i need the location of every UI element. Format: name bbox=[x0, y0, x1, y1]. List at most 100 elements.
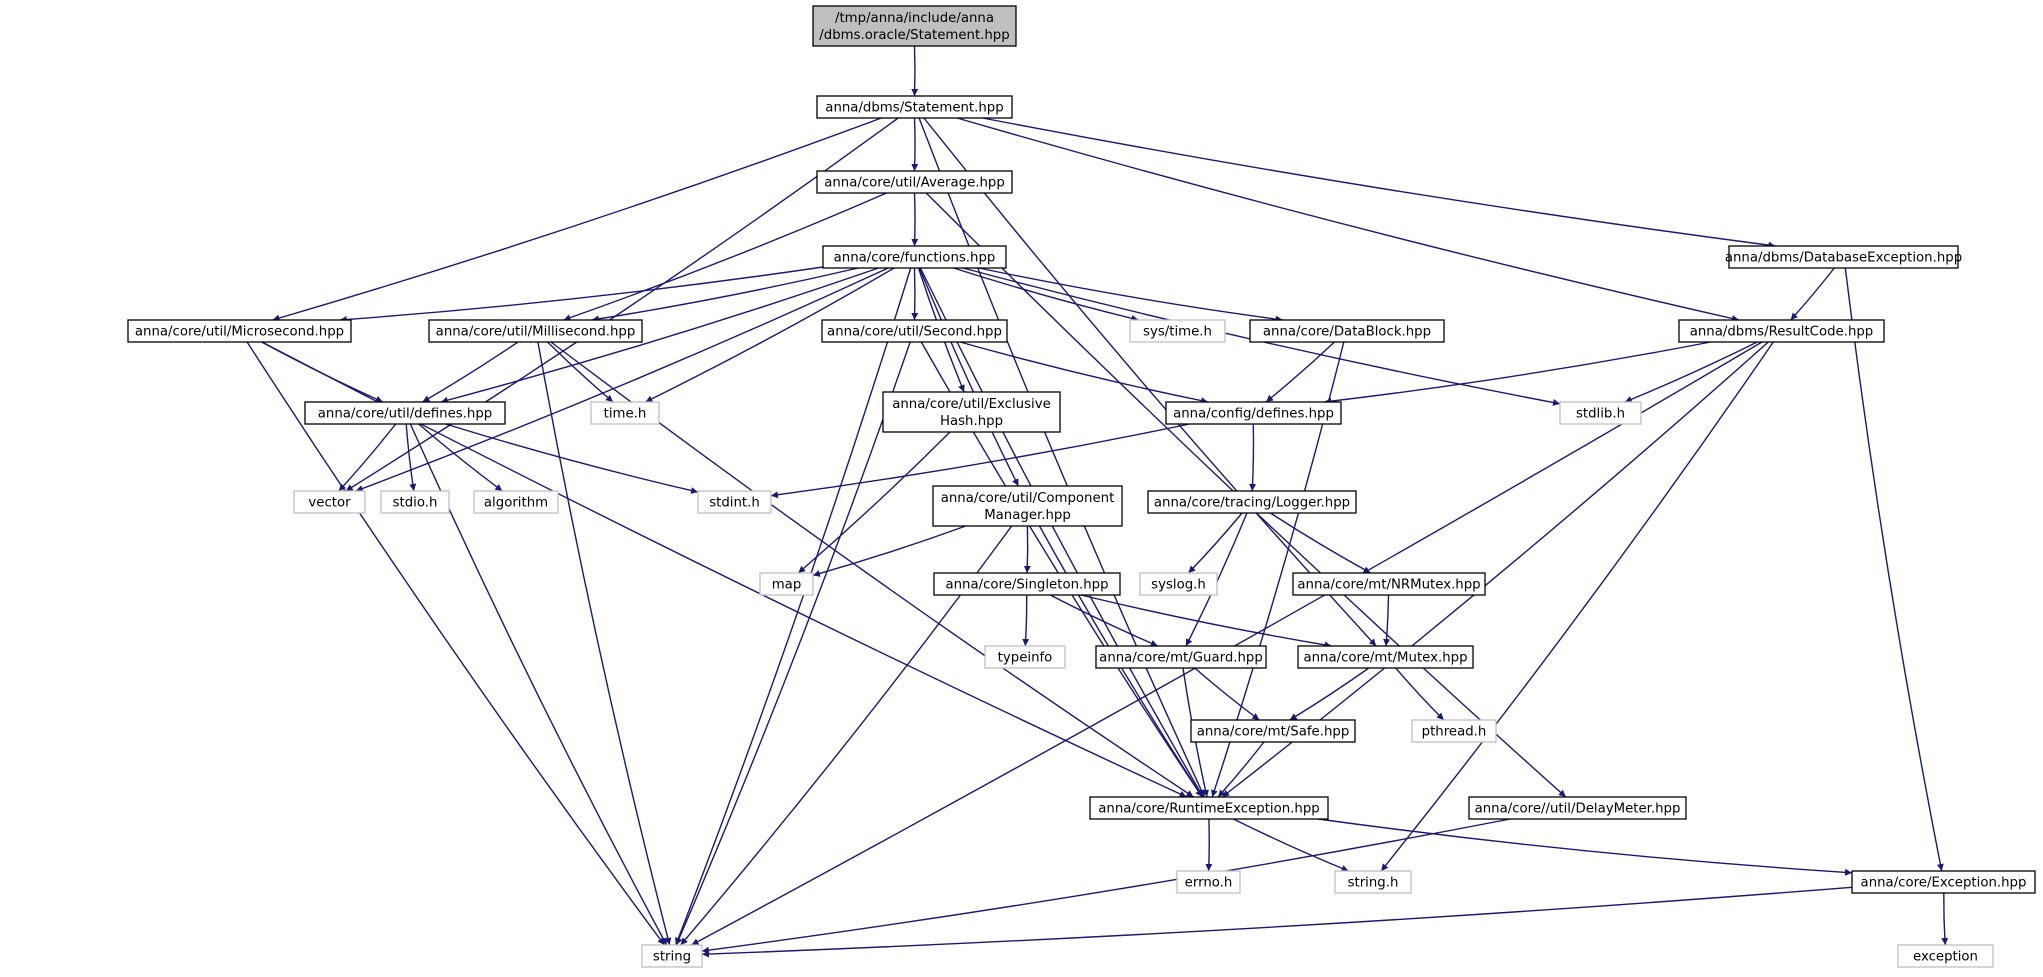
node-delay[interactable]: anna/core//util/DelayMeter.hpp bbox=[1468, 796, 1687, 820]
node-exc-box bbox=[1851, 870, 2036, 894]
edge-func-to-timeh bbox=[645, 267, 895, 403]
node-safe-label-line-0: anna/core/mt/Safe.hpp bbox=[1197, 725, 1350, 740]
edge-resc-to-cdefs bbox=[1324, 341, 1711, 405]
edge-second-to-string bbox=[675, 341, 911, 946]
edge-compmgr-to-map bbox=[812, 525, 966, 577]
edge-func-to-milli bbox=[591, 267, 859, 323]
node-map-box bbox=[759, 572, 814, 596]
node-logger-label-line-0: anna/core/tracing/Logger.hpp bbox=[1154, 496, 1350, 511]
node-exc[interactable]: anna/core/Exception.hpp bbox=[1851, 870, 2036, 894]
node-single-label-line-0: anna/core/Singleton.hpp bbox=[945, 578, 1108, 593]
node-syslog-box bbox=[1139, 572, 1218, 596]
node-mutex-box bbox=[1297, 645, 1474, 669]
node-typeinfo-label-line-0: typeinfo bbox=[998, 651, 1053, 666]
node-vector: vector bbox=[293, 490, 366, 514]
node-avg-box bbox=[816, 170, 1013, 194]
node-micro[interactable]: anna/core/util/Microsecond.hpp bbox=[127, 319, 352, 343]
node-func-box bbox=[822, 245, 1007, 269]
node-avg[interactable]: anna/core/util/Average.hpp bbox=[816, 170, 1013, 194]
node-root[interactable]: /tmp/anna/include/anna/dbms.oracle/State… bbox=[812, 5, 1017, 47]
node-compmgr-label-line-0: anna/core/util/Component bbox=[941, 491, 1115, 506]
node-dblock-label-line-0: anna/core/DataBlock.hpp bbox=[1263, 325, 1431, 340]
node-resc[interactable]: anna/dbms/ResultCode.hpp bbox=[1678, 319, 1885, 343]
node-exception: exception bbox=[1897, 944, 1994, 968]
node-guard-label-line-0: anna/core/mt/Guard.hpp bbox=[1099, 651, 1263, 666]
edge-logger-to-syslog bbox=[1187, 512, 1243, 574]
node-map: map bbox=[759, 572, 814, 596]
edge-nrmutex-to-mutex bbox=[1383, 594, 1391, 647]
node-func-label-line-0: anna/core/functions.hpp bbox=[834, 251, 996, 266]
node-pthread-label-line-0: pthread.h bbox=[1422, 725, 1487, 740]
node-algo: algorithm bbox=[473, 490, 559, 514]
node-nrmutex[interactable]: anna/core/mt/NRMutex.hpp bbox=[1292, 572, 1486, 596]
node-second-box bbox=[821, 319, 1008, 343]
edge-milli-to-timeh bbox=[547, 341, 614, 403]
edge-cdefs-to-stdint bbox=[770, 423, 1190, 499]
node-nrmutex-label-line-0: anna/core/mt/NRMutex.hpp bbox=[1297, 578, 1480, 593]
node-single[interactable]: anna/core/Singleton.hpp bbox=[933, 572, 1121, 596]
node-exhash-box bbox=[882, 391, 1061, 433]
edge-avg-to-func bbox=[911, 192, 919, 247]
node-syslog: syslog.h bbox=[1139, 572, 1218, 596]
edge-resc-to-stringh bbox=[1380, 341, 1774, 872]
edge-logger-to-nrmutex bbox=[1270, 512, 1371, 574]
edge-exc-to-exception bbox=[1941, 892, 1949, 946]
edge-safe-to-rtex bbox=[1217, 741, 1265, 798]
node-exc-label-line-0: anna/core/Exception.hpp bbox=[1861, 876, 2027, 891]
edge-dbex-to-exc bbox=[1844, 267, 1944, 872]
node-func[interactable]: anna/core/functions.hpp bbox=[822, 245, 1007, 269]
edge-cdefs-to-logger bbox=[1249, 423, 1257, 492]
node-stdint-box bbox=[697, 490, 772, 514]
node-root-label-line-1: /dbms.oracle/Statement.hpp bbox=[819, 28, 1009, 43]
node-milli-label-line-0: anna/core/util/Millisecond.hpp bbox=[436, 325, 636, 340]
node-vector-label-line-0: vector bbox=[308, 496, 351, 511]
node-dbex[interactable]: anna/dbms/DatabaseException.hpp bbox=[1725, 245, 1962, 269]
edge-delay-to-string bbox=[701, 818, 1511, 954]
edge-udefs-to-stdio bbox=[405, 423, 417, 492]
node-logger[interactable]: anna/core/tracing/Logger.hpp bbox=[1147, 490, 1357, 514]
node-safe[interactable]: anna/core/mt/Safe.hpp bbox=[1190, 719, 1356, 743]
node-cdefs-box bbox=[1165, 401, 1342, 425]
edge-second-to-cdefs bbox=[959, 341, 1209, 405]
node-udefs[interactable]: anna/core/util/defines.hpp bbox=[304, 401, 506, 425]
edge-single-to-typeinfo bbox=[1022, 594, 1030, 647]
node-stdio-box bbox=[380, 490, 450, 514]
edge-mutex-to-safe bbox=[1289, 667, 1370, 721]
node-typeinfo-box bbox=[984, 645, 1066, 669]
node-errno-label-line-0: errno.h bbox=[1185, 876, 1233, 891]
node-algo-label-line-0: algorithm bbox=[484, 496, 548, 511]
edge-func-to-udefs bbox=[440, 267, 879, 404]
node-timeh-label-line-0: time.h bbox=[604, 407, 647, 422]
node-dbex-label-line-0: anna/dbms/DatabaseException.hpp bbox=[1725, 251, 1962, 266]
edge-resc-to-stdlib bbox=[1624, 341, 1758, 403]
node-second[interactable]: anna/core/util/Second.hpp bbox=[821, 319, 1008, 343]
node-resc-label-line-0: anna/dbms/ResultCode.hpp bbox=[1690, 325, 1874, 340]
node-string: string bbox=[641, 944, 703, 968]
edge-func-to-micro bbox=[339, 266, 824, 323]
node-milli-box bbox=[428, 319, 643, 343]
node-guard[interactable]: anna/core/mt/Guard.hpp bbox=[1095, 645, 1267, 669]
edge-udefs-to-algo bbox=[418, 423, 503, 492]
node-stdio-label-line-0: stdio.h bbox=[393, 496, 438, 511]
node-pthread-box bbox=[1411, 719, 1497, 743]
node-string-label-line-0: string bbox=[653, 950, 691, 965]
edge-avg-to-milli bbox=[563, 192, 887, 321]
node-udefs-label-line-0: anna/core/util/defines.hpp bbox=[318, 407, 493, 422]
node-stringh-box bbox=[1334, 870, 1412, 894]
node-rtex[interactable]: anna/core/RuntimeException.hpp bbox=[1089, 796, 1329, 820]
node-milli[interactable]: anna/core/util/Millisecond.hpp bbox=[428, 319, 643, 343]
node-dblock[interactable]: anna/core/DataBlock.hpp bbox=[1249, 319, 1445, 343]
node-rtex-label-line-0: anna/core/RuntimeException.hpp bbox=[1098, 802, 1319, 817]
node-udefs-box bbox=[304, 401, 506, 425]
node-stmt[interactable]: anna/dbms/Statement.hpp bbox=[816, 95, 1013, 119]
node-delay-box bbox=[1468, 796, 1687, 820]
node-mutex[interactable]: anna/core/mt/Mutex.hpp bbox=[1297, 645, 1474, 669]
node-systime: sys/time.h bbox=[1129, 319, 1226, 343]
edge-dblock-to-cdefs bbox=[1265, 341, 1335, 403]
node-cdefs[interactable]: anna/config/defines.hpp bbox=[1165, 401, 1342, 425]
node-timeh: time.h bbox=[590, 401, 660, 425]
node-string-box bbox=[641, 944, 703, 968]
edge-stmt-to-avg bbox=[911, 117, 919, 172]
